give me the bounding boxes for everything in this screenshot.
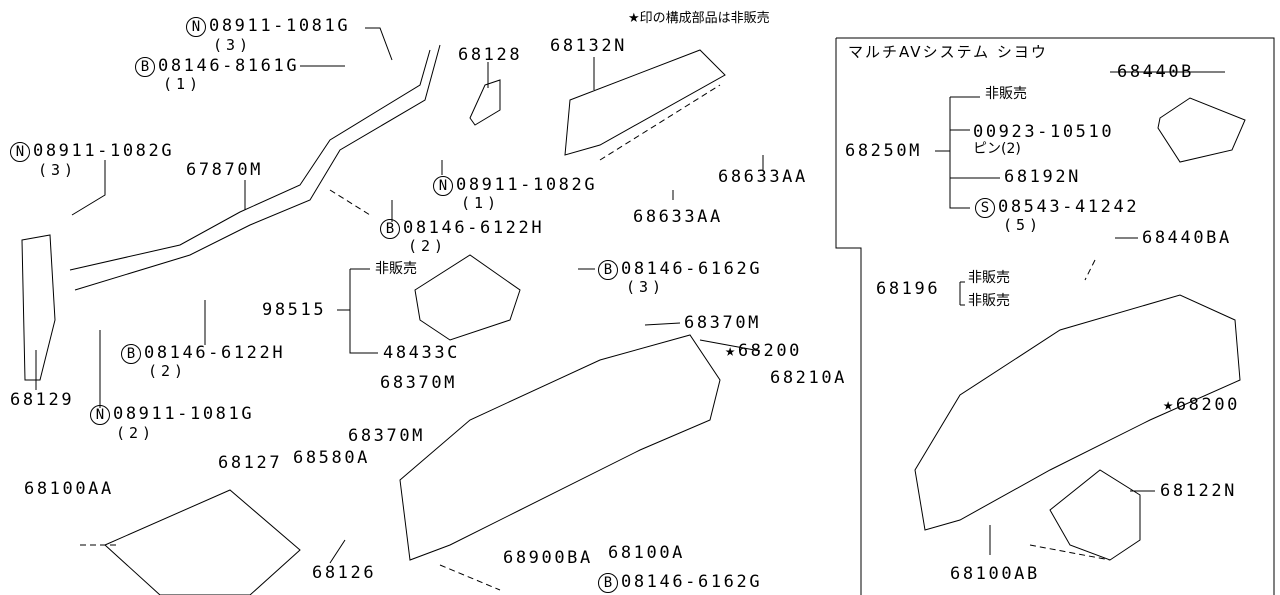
part-number: 08146-6122H xyxy=(144,343,286,363)
b-symbol: B xyxy=(598,573,618,593)
part-label-68100ab[interactable]: 68100AB xyxy=(950,564,1040,584)
part-label-68128[interactable]: 68128 xyxy=(458,45,523,65)
qty: (2) xyxy=(116,424,156,442)
part-label-98515[interactable]: 98515 xyxy=(262,300,327,320)
part-label-68100aa[interactable]: 68100AA xyxy=(24,479,114,499)
part-label-68122n[interactable]: 68122N xyxy=(1160,481,1238,501)
part-number: 08146-8161G xyxy=(158,56,300,76)
part-label-68250m[interactable]: 68250M xyxy=(845,141,923,161)
non-sale-label: 非販売 xyxy=(375,261,417,277)
pin-qty: ピン(2) xyxy=(973,141,1021,157)
inset-title: マルチAVシステム シヨウ xyxy=(848,43,1048,61)
part-number: 08146-6122H xyxy=(403,218,545,238)
part-label-68200[interactable]: ★68200 xyxy=(725,341,803,361)
b-symbol: B xyxy=(380,219,400,239)
bracket-68128 xyxy=(469,79,501,126)
part-label-48433c[interactable]: 48433C xyxy=(383,343,461,363)
qty: (3) xyxy=(38,161,78,179)
part-label-68370m[interactable]: 68370M xyxy=(348,426,426,446)
part-label-00923-10510[interactable]: 00923-10510 xyxy=(973,122,1115,142)
part-number: 08146-6162G xyxy=(621,259,763,279)
non-sale-label: 非販売 xyxy=(985,86,1027,102)
n-symbol: N xyxy=(433,176,453,196)
b-symbol: B xyxy=(121,344,141,364)
part-label-68129[interactable]: 68129 xyxy=(10,390,75,410)
n-symbol: N xyxy=(186,17,206,37)
part-number: 08911-1082G xyxy=(33,141,175,161)
n-symbol: N xyxy=(10,142,30,162)
bracket-68122n xyxy=(1049,469,1141,561)
dash-panel-68200 xyxy=(399,334,721,561)
part-label-68633aa[interactable]: 68633AA xyxy=(633,207,723,227)
n-symbol: N xyxy=(90,405,110,425)
airbag-module xyxy=(414,254,521,341)
reinforcement-bar xyxy=(69,44,441,291)
non-sale-note: ★印の構成部品は非販売 xyxy=(628,11,770,26)
cover-68132n xyxy=(564,49,726,156)
inset-border xyxy=(835,37,1275,595)
dash-panel-68200-av xyxy=(914,294,1241,531)
part-label-68200[interactable]: ★68200 xyxy=(1163,395,1241,415)
part-label-68132n[interactable]: 68132N xyxy=(550,36,628,56)
part-label-68900ba[interactable]: 68900BA xyxy=(503,548,593,568)
b-symbol: B xyxy=(135,57,155,77)
part-label-68210a[interactable]: 68210A xyxy=(770,368,848,388)
av-bezel xyxy=(1157,97,1246,163)
qty: (2) xyxy=(408,237,448,255)
non-sale-label: 非販売 xyxy=(968,270,1010,286)
part-label-68440b[interactable]: 68440B xyxy=(1117,62,1195,82)
qty: (1) xyxy=(461,194,501,212)
part-label-68126[interactable]: 68126 xyxy=(312,563,377,583)
part-number: 08911-1082G xyxy=(456,175,598,195)
part-number: 08911-1081G xyxy=(209,16,351,36)
non-sale-label: 非販売 xyxy=(968,293,1010,309)
qty: (5) xyxy=(1003,216,1043,234)
part-label-68127[interactable]: 68127 xyxy=(218,453,283,473)
qty: (2) xyxy=(148,362,188,380)
qty: (3) xyxy=(213,36,253,54)
part-label-68440ba[interactable]: 68440BA xyxy=(1142,228,1232,248)
qty: (1) xyxy=(163,75,203,93)
s-symbol: S xyxy=(975,198,995,218)
part-number: 08146-6162G xyxy=(621,572,763,592)
lower-cover-68127 xyxy=(104,489,301,595)
part-label-68192n[interactable]: 68192N xyxy=(1004,167,1082,187)
bracket-68129 xyxy=(21,234,56,381)
part-label-68196[interactable]: 68196 xyxy=(876,279,941,299)
part-number: 08911-1081G xyxy=(113,404,255,424)
part-label-68370m[interactable]: 68370M xyxy=(380,373,458,393)
part-label-68580a[interactable]: 68580A xyxy=(293,448,371,468)
b-symbol: B xyxy=(598,260,618,280)
part-number: 08543-41242 xyxy=(998,197,1140,217)
part-label-67870m[interactable]: 67870M xyxy=(186,160,264,180)
qty: (3) xyxy=(626,278,666,296)
part-label-68100a[interactable]: 68100A xyxy=(608,543,686,563)
part-label-68370m[interactable]: 68370M xyxy=(684,313,762,333)
part-label-68633aa[interactable]: 68633AA xyxy=(718,167,808,187)
